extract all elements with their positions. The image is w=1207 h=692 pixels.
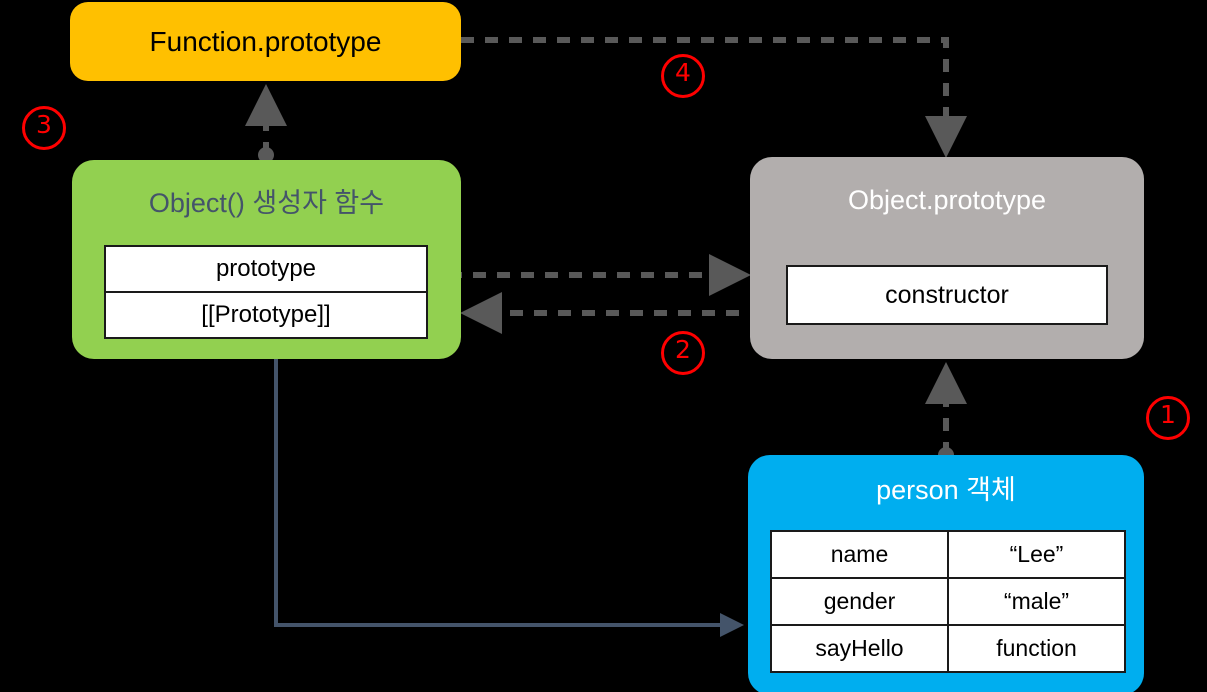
node-object-prototype-title: Object.prototype xyxy=(847,185,1047,215)
table-row[interactable]: [[Prototype]] xyxy=(104,291,428,339)
step-badge-3: 3 xyxy=(22,106,66,150)
connector-object-constructor-to-person xyxy=(274,358,744,637)
table-row[interactable]: name “Lee” xyxy=(770,530,1126,579)
person-key-name: name xyxy=(770,530,949,579)
node-object-constructor-title: Object() 생성자 함수 xyxy=(148,188,385,218)
person-key-gender: gender xyxy=(770,577,949,626)
node-person-object-title: person 객체 xyxy=(876,475,1016,505)
connector-prototype-to-object-prototype xyxy=(417,254,751,296)
table-row[interactable]: constructor xyxy=(786,265,1108,325)
table-row[interactable]: prototype xyxy=(104,245,428,293)
person-value-name: “Lee” xyxy=(947,530,1126,579)
connector-constructor-to-object-constructor xyxy=(460,292,795,334)
step-badge-4: 4 xyxy=(661,54,705,98)
node-function-prototype-title: Function.prototype xyxy=(149,25,382,57)
connector-object-constructor-to-function-prototype xyxy=(245,84,287,163)
connector-function-prototype-to-object-prototype xyxy=(461,37,967,158)
property-prototype: prototype xyxy=(104,245,428,293)
person-property-table: name “Lee” gender “male” sayHello functi… xyxy=(770,530,1126,673)
property-internal-prototype: [[Prototype]] xyxy=(104,291,428,339)
node-object-prototype[interactable]: Object.prototype xyxy=(750,157,1144,359)
object-prototype-property-table: constructor xyxy=(786,265,1108,325)
table-row[interactable]: gender “male” xyxy=(770,577,1126,626)
step-badge-1: 1 xyxy=(1146,396,1190,440)
person-key-sayhello: sayHello xyxy=(770,624,949,673)
object-constructor-property-table: prototype [[Prototype]] xyxy=(104,245,428,339)
node-function-prototype[interactable]: Function.prototype xyxy=(70,2,461,81)
table-row[interactable]: sayHello function xyxy=(770,624,1126,673)
step-badge-2: 2 xyxy=(661,331,705,375)
property-constructor: constructor xyxy=(786,265,1108,325)
person-value-sayhello: function xyxy=(947,624,1126,673)
connector-person-to-object-prototype xyxy=(925,362,967,463)
person-value-gender: “male” xyxy=(947,577,1126,626)
